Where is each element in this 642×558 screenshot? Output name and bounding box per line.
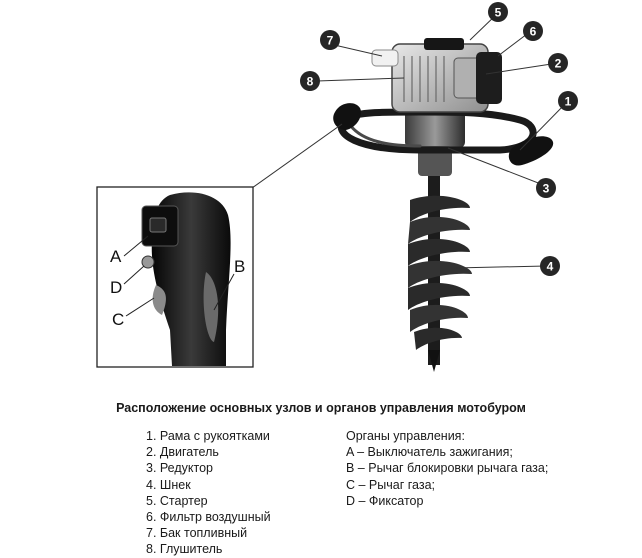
svg-text:1: 1 <box>565 95 572 109</box>
svg-text:3: 3 <box>543 182 550 196</box>
svg-text:6: 6 <box>530 25 537 39</box>
gearbox <box>405 108 465 176</box>
control-item: D – Фиксатор <box>346 493 424 508</box>
part-item: 3. Редуктор <box>146 461 214 476</box>
svg-text:4: 4 <box>547 260 554 274</box>
svg-text:5: 5 <box>495 6 502 20</box>
handle-inset: A B C D <box>96 186 254 368</box>
starter <box>424 38 464 50</box>
control-item: A – Выключатель зажигания; <box>346 445 513 460</box>
left-handle <box>333 103 362 130</box>
callout-8: 8 <box>300 71 320 91</box>
parts-list: 1. Рама с рукоятками 2. Двигатель 3. Ред… <box>146 428 271 558</box>
callout-3: 3 <box>536 178 556 198</box>
callouts: 1 2 3 4 5 6 7 8 <box>300 2 578 276</box>
inset-label-b: B <box>234 257 245 276</box>
drill-illustration: 1 2 3 4 5 6 7 8 <box>96 2 578 372</box>
callout-5: 5 <box>488 2 508 22</box>
figure-caption: Расположение основных узлов и органов уп… <box>116 401 526 415</box>
inset-label-d: D <box>110 278 122 297</box>
controls-title: Органы управления: <box>346 429 465 443</box>
callout-2: 2 <box>548 53 568 73</box>
svg-text:7: 7 <box>327 34 334 48</box>
svg-text:2: 2 <box>555 57 562 71</box>
part-item: 7. Бак топливный <box>146 526 248 541</box>
callout-7: 7 <box>320 30 340 50</box>
engine <box>391 43 502 113</box>
leader-lines <box>251 12 569 269</box>
part-item: 2. Двигатель <box>146 445 219 460</box>
callout-4: 4 <box>540 256 560 276</box>
right-handle <box>508 136 554 166</box>
part-item: 4. Шнек <box>146 477 191 492</box>
part-item: 5. Стартер <box>146 493 208 508</box>
motor-drill-figure: 1 2 3 4 5 6 7 8 <box>96 2 578 372</box>
callout-6: 6 <box>523 21 543 41</box>
part-item: 6. Фильтр воздушный <box>146 510 271 525</box>
auger <box>408 175 472 372</box>
fuel-tank <box>371 49 399 67</box>
inset-label-c: C <box>112 310 124 329</box>
part-item: 8. Глушитель <box>146 542 223 557</box>
controls-list: Органы управления: A – Выключатель зажиг… <box>346 428 548 509</box>
part-item: 1. Рама с рукоятками <box>146 429 270 443</box>
control-item: B – Рычаг блокировки рычага газа; <box>346 461 549 476</box>
svg-text:8: 8 <box>307 75 314 89</box>
control-item: C – Рычаг газа; <box>346 477 435 492</box>
callout-1: 1 <box>558 91 578 111</box>
inset-label-a: A <box>110 247 122 266</box>
